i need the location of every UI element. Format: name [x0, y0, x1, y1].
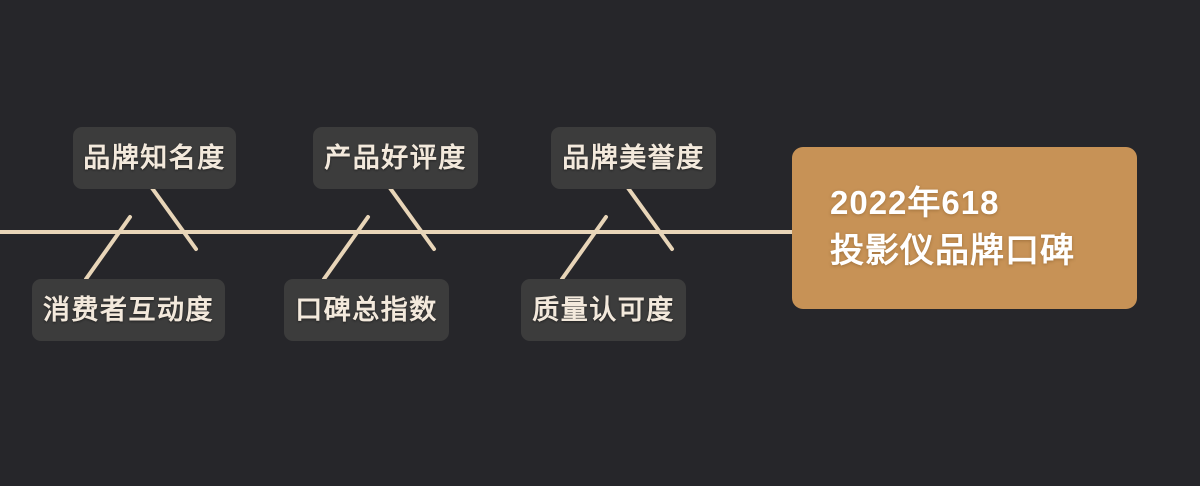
cause-box-top-3[interactable]: 品牌美誉度 [551, 127, 716, 189]
branch-line-top-2 [388, 186, 436, 251]
branch-line-bottom-2 [322, 215, 370, 281]
head-title-line-2: 投影仪品牌口碑 [830, 232, 1075, 271]
cause-label-top-2: 产品好评度 [324, 142, 467, 173]
branch-line-bottom-3 [560, 215, 608, 281]
cause-box-top-1[interactable]: 品牌知名度 [73, 127, 236, 189]
cause-label-bottom-2: 口碑总指数 [295, 294, 438, 325]
branch-line-top-1 [150, 186, 198, 251]
cause-label-top-1: 品牌知名度 [83, 142, 226, 173]
fishbone-head-box[interactable]: 2022年618 投影仪品牌口碑 [792, 147, 1137, 309]
cause-box-bottom-1[interactable]: 消费者互动度 [32, 279, 225, 341]
cause-box-bottom-2[interactable]: 口碑总指数 [284, 279, 449, 341]
cause-label-bottom-1: 消费者互动度 [43, 294, 214, 325]
cause-label-bottom-3: 质量认可度 [532, 294, 675, 325]
head-title-line-1: 2022年618 [830, 184, 1000, 222]
branch-line-top-3 [626, 186, 674, 251]
cause-label-top-3: 品牌美誉度 [562, 142, 705, 173]
branch-line-bottom-1 [84, 215, 132, 281]
cause-box-top-2[interactable]: 产品好评度 [313, 127, 478, 189]
cause-box-bottom-3[interactable]: 质量认可度 [521, 279, 686, 341]
